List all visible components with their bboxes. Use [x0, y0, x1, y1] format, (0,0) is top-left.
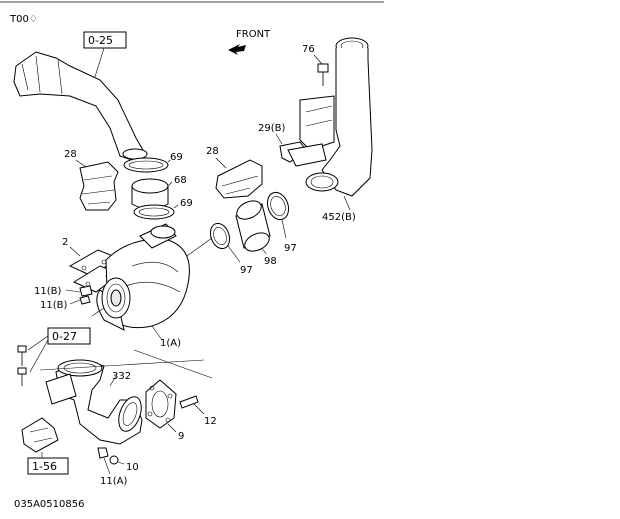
callout-9: 9 — [178, 431, 184, 442]
callout-69-top: 69 — [170, 152, 183, 163]
ref-label-0-25[interactable]: 0-25 — [88, 34, 113, 47]
page-marker: T00♢ — [9, 14, 38, 25]
callout-28-right: 28 — [206, 146, 219, 157]
part-12-stud: 12 — [179, 395, 217, 427]
part-69-clamp-low: 69 — [133, 198, 193, 220]
callout-69-low: 69 — [180, 198, 193, 209]
callout-11a: 11(A) — [100, 476, 127, 487]
ref-label-1-56[interactable]: 1-56 — [32, 460, 57, 473]
alignment-line-turbo-elbow — [39, 359, 205, 371]
part-11b-nuts: 11(B) 11(B) — [34, 285, 93, 311]
drawing-number: 035A0510856 — [14, 499, 84, 510]
part-332-exhaust-elbow: 332 — [45, 359, 143, 445]
part-1a-turbocharger: 1(A) — [91, 223, 190, 349]
intake-pipe-ref-0-25: 0-25 — [13, 31, 148, 161]
callout-97-lower: 97 — [240, 265, 253, 276]
callout-97-upper: 97 — [284, 243, 297, 254]
ref-label-0-27[interactable]: 0-27 — [52, 330, 77, 343]
callout-98: 98 — [264, 256, 277, 267]
callout-11b-first: 11(B) — [34, 286, 61, 297]
callout-76: 76 — [302, 44, 315, 55]
ref-0-27-group: 0-27 — [17, 327, 91, 386]
part-97-clamp-lower: 97 — [183, 222, 253, 276]
ref-box-0-25[interactable] — [83, 31, 127, 49]
part-28-right: 28 — [206, 146, 263, 199]
part-10-washer: 10 — [109, 455, 139, 473]
front-arrow-icon — [228, 44, 246, 55]
front-label: FRONT — [236, 29, 271, 40]
part-11a-nut: 11(A) — [97, 447, 127, 487]
callout-11b-second: 11(B) — [40, 300, 67, 311]
callout-28-left: 28 — [64, 149, 77, 160]
part-68-hose: 68 — [131, 175, 187, 210]
alignment-line-turbo-flange — [133, 349, 213, 379]
part-76-bolt: 76 — [302, 44, 329, 86]
callout-10: 10 — [126, 462, 139, 473]
part-9-gasket: 9 — [145, 379, 184, 442]
callout-332: 332 — [112, 371, 131, 382]
part-452b-elbow-pipe: 452(B) — [299, 37, 373, 223]
part-98-hose: 98 — [235, 200, 277, 267]
ref-1-56-group: 1-56 — [21, 417, 69, 475]
part-29b-bracket: 29(B) — [258, 123, 327, 167]
callout-452b: 452(B) — [322, 212, 356, 223]
callout-68: 68 — [174, 175, 187, 186]
callout-2: 2 — [62, 237, 68, 248]
callout-29b: 29(B) — [258, 123, 285, 134]
callout-12: 12 — [204, 416, 217, 427]
part-69-clamp-top: 69 — [123, 152, 183, 173]
part-28-left: 28 — [64, 149, 119, 211]
part-97-clamp-upper: 97 — [266, 191, 297, 254]
callout-1a: 1(A) — [160, 338, 181, 349]
ref-box-1-56[interactable] — [27, 457, 69, 475]
